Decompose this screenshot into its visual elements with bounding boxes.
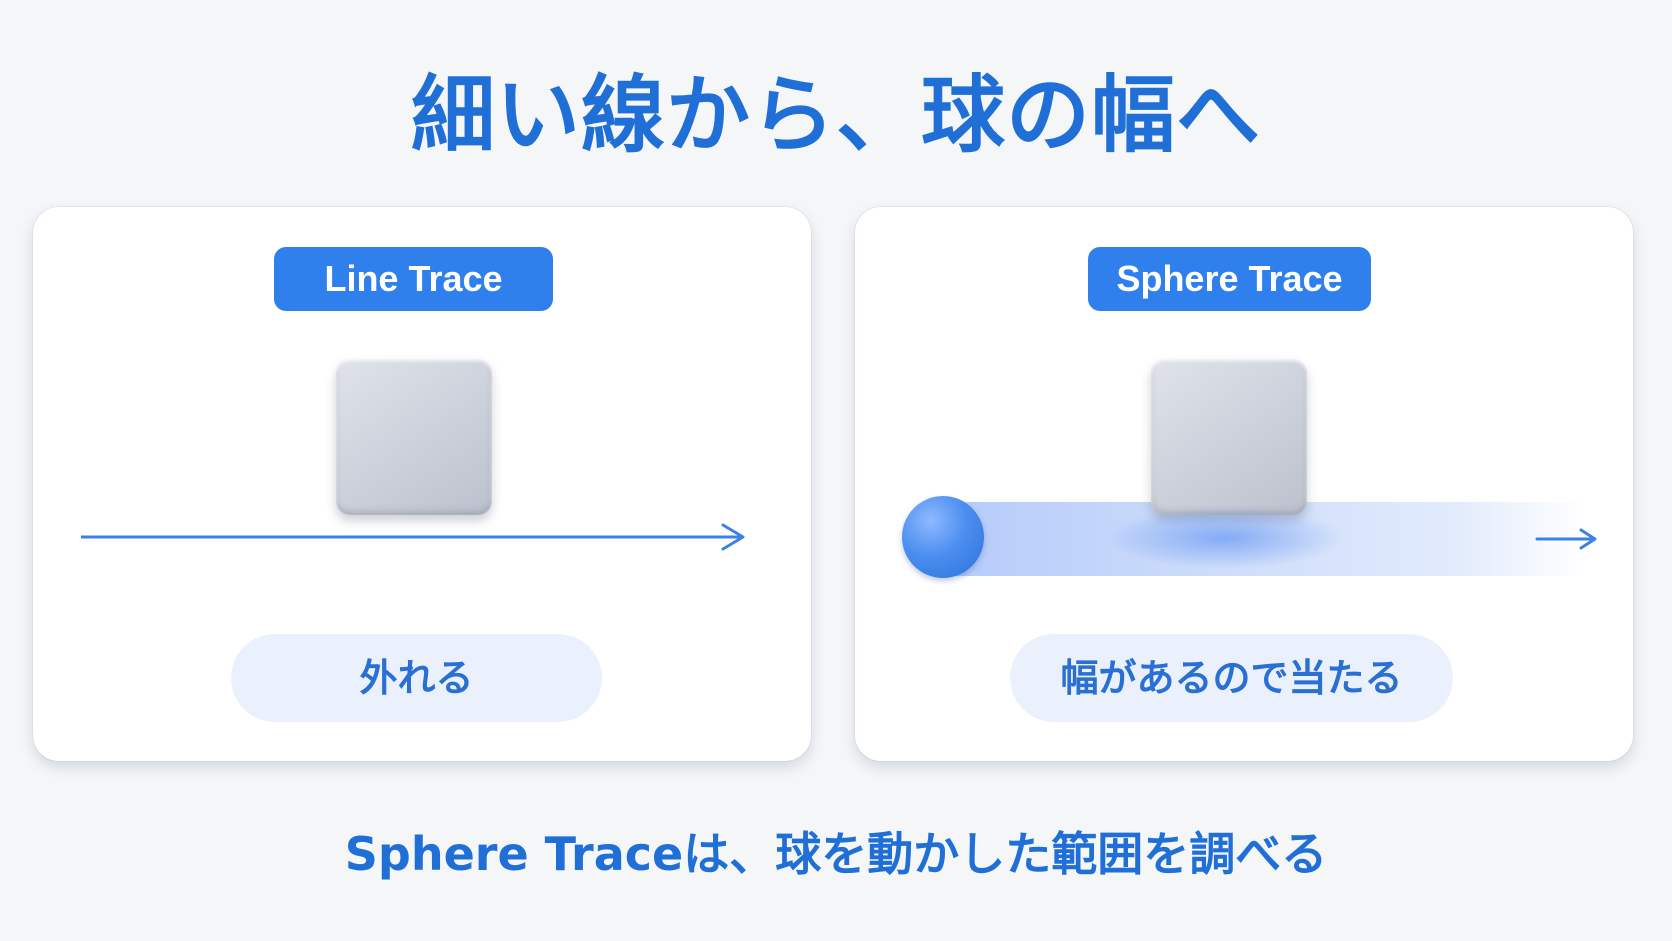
page-title: 細い線から、球の幅へ <box>410 66 1261 164</box>
line-trace-result: 外れる <box>231 634 602 722</box>
line-trace-arrow-icon <box>81 523 745 551</box>
sphere-trace-result: 幅があるので当たる <box>1010 634 1453 722</box>
sweep-arrow-icon <box>1535 528 1597 550</box>
obstacle-block <box>1151 359 1307 515</box>
summary-caption: Sphere Traceは、球を動かした範囲を調べる <box>344 827 1328 881</box>
line-trace-label: Line Trace <box>274 247 553 311</box>
sphere-trace-panel: Sphere Trace 幅があるので当たる <box>855 207 1633 761</box>
obstacle-block <box>336 359 492 515</box>
hit-glow <box>1105 507 1345 569</box>
line-trace-panel: Line Trace 外れる <box>33 207 811 761</box>
sphere-trace-label: Sphere Trace <box>1088 247 1371 311</box>
sphere-icon <box>902 496 984 578</box>
